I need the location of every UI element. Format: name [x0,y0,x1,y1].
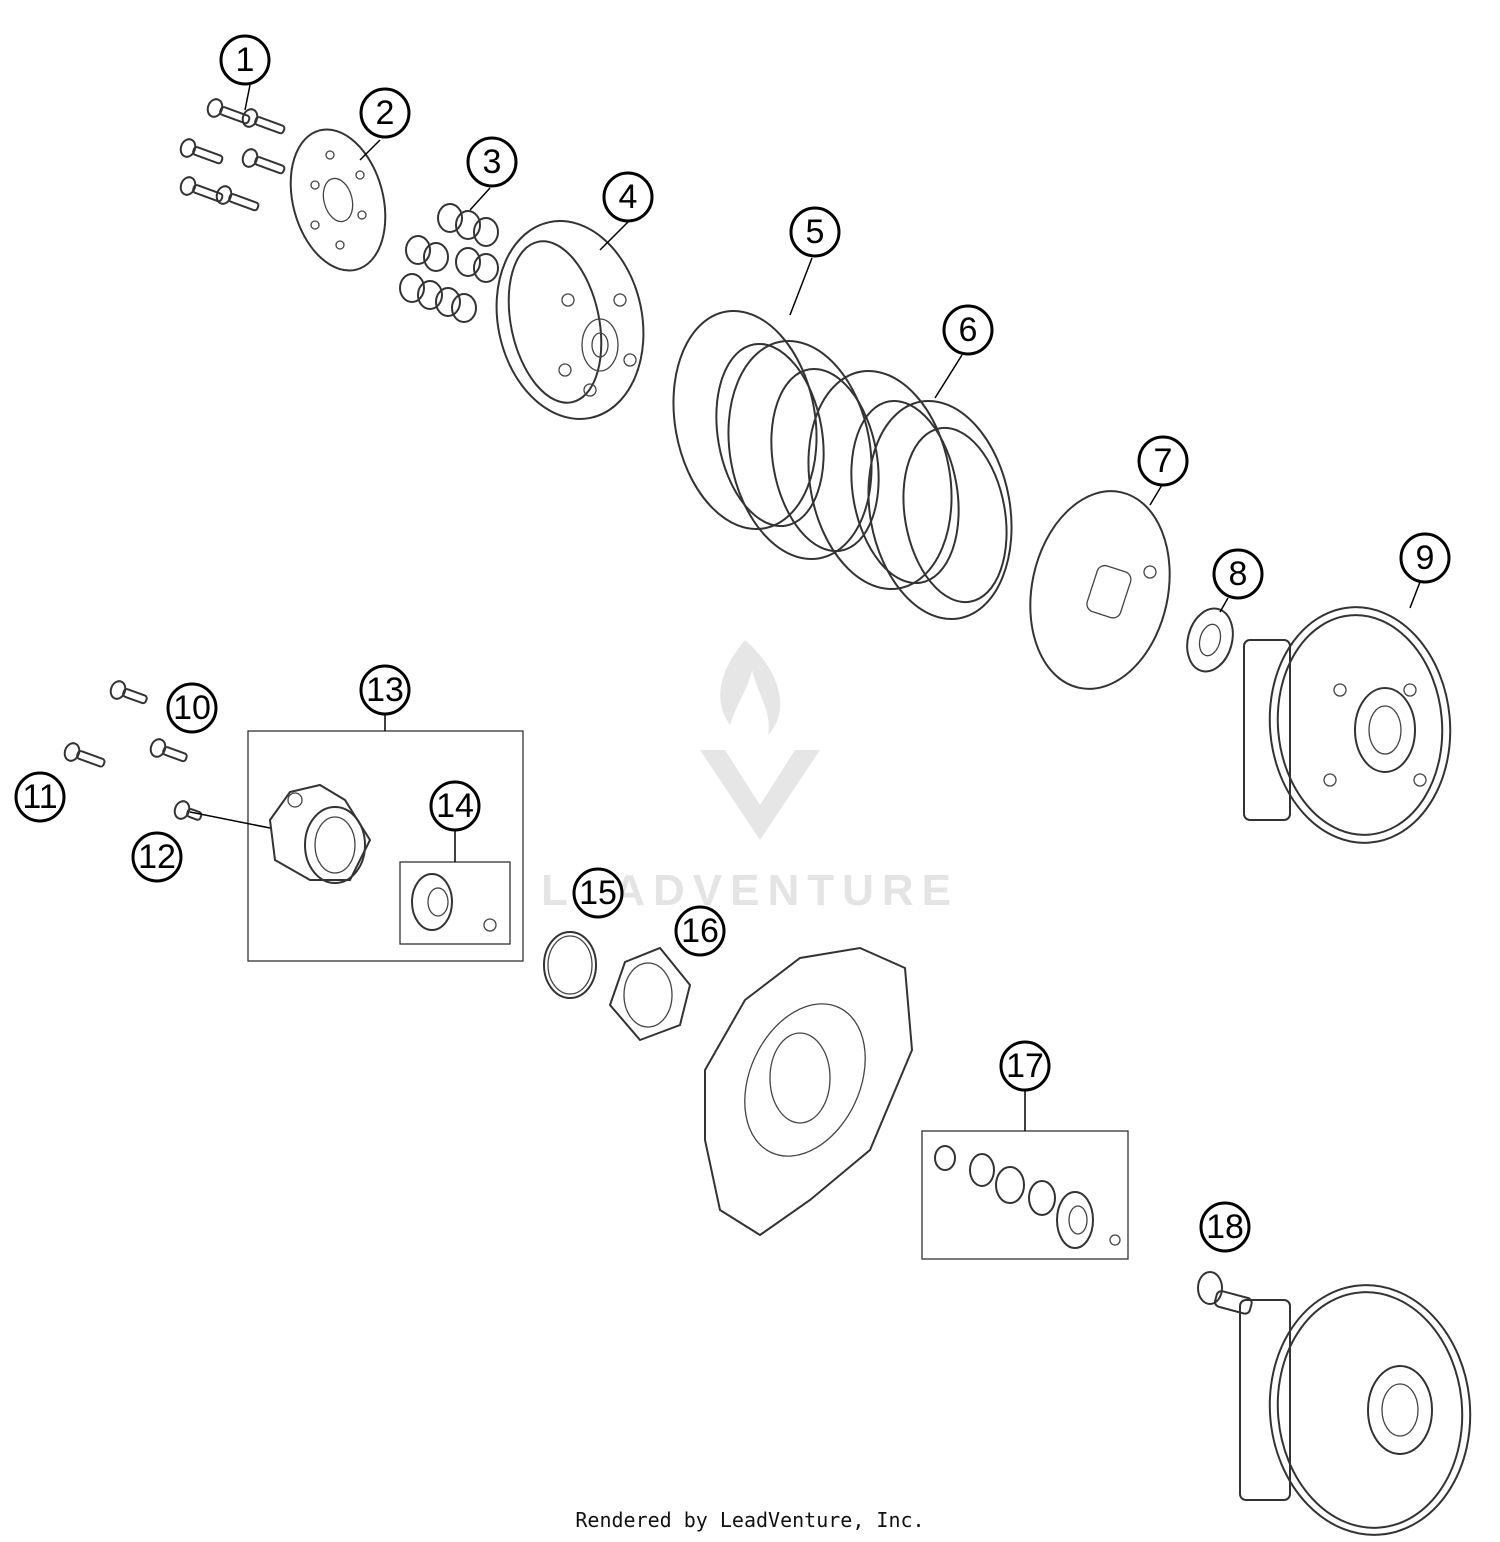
callout-11: 11 [14,771,66,823]
part-inner-clutch-hub [495,220,645,420]
part-clutch-basket-lower [1239,1284,1472,1536]
callout-6: 6 [942,304,994,356]
part-thrust-washer [1186,607,1234,673]
callout-4: 4 [602,171,654,223]
callout-7-label: 7 [1154,442,1173,480]
part-clutch-disc-pack [672,309,1013,621]
callout-12: 12 [131,831,183,883]
callout-11-label: 11 [22,778,57,816]
callout-8: 8 [1212,548,1264,600]
part-screw-11 [63,742,106,768]
callout-8-label: 8 [1229,555,1248,593]
part-o-ring [543,931,597,999]
leader-lines [189,84,1421,1131]
part-piston-kit [934,1145,1121,1249]
callout-13-label: 13 [366,671,404,709]
part-clutch-cover [704,946,914,1237]
footer-credit: Rendered by LeadVenture, Inc. [575,1508,925,1532]
callout-14-label: 14 [436,787,474,825]
part-clutch-springs [399,203,499,323]
callout-18-label: 18 [1206,1208,1244,1246]
callout-5: 5 [789,206,841,258]
callout-10-label: 10 [173,689,211,727]
part-clutch-basket [1243,606,1452,844]
part-bolt-18 [1197,1271,1253,1315]
callout-16-label: 16 [681,912,719,950]
part-damper-plate [1029,490,1171,690]
part-screws-10 [109,680,188,763]
callout-9-label: 9 [1416,539,1435,577]
part-pressure-plate [289,128,387,272]
callout-1-label: 1 [236,41,255,79]
part-bleeder-screw-12 [173,800,203,821]
group-box-14 [399,861,511,945]
group-box-13 [247,730,524,962]
callout-5-label: 5 [806,213,825,251]
callout-14: 14 [429,780,481,832]
callout-6-label: 6 [959,311,978,349]
part-gasket [608,946,692,1042]
callout-17: 17 [999,1040,1051,1092]
callout-1: 1 [219,34,271,86]
callout-10: 10 [166,682,218,734]
callout-4-label: 4 [619,178,638,216]
part-bolts [179,98,286,212]
callout-12-label: 12 [138,838,176,876]
part-slave-piston [411,873,497,932]
callout-3: 3 [466,136,518,188]
callout-13: 13 [359,664,411,716]
callout-18: 18 [1199,1201,1251,1253]
callout-16: 16 [674,905,726,957]
callout-9: 9 [1399,532,1451,584]
part-slave-cylinder [268,783,372,884]
callout-15: 15 [572,867,624,919]
callout-2-label: 2 [376,94,395,132]
callout-15-label: 15 [579,874,617,912]
callout-7: 7 [1137,435,1189,487]
callout-17-label: 17 [1006,1047,1044,1085]
callout-3-label: 3 [483,143,502,181]
callout-2: 2 [359,87,411,139]
